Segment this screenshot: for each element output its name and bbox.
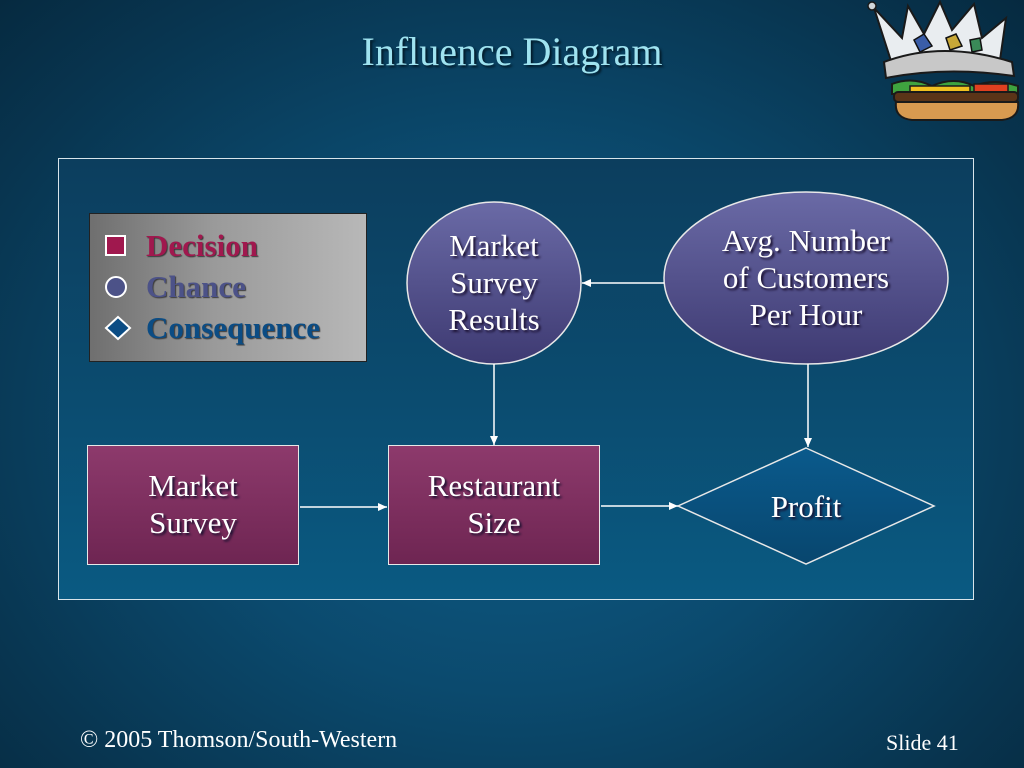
circle-icon bbox=[105, 276, 127, 298]
restaurant-size-label: Restaurant Size bbox=[427, 468, 561, 540]
legend-label: Decision bbox=[146, 228, 258, 263]
market-survey-label: Market Survey bbox=[148, 468, 238, 540]
legend-label: Chance bbox=[146, 269, 246, 304]
legend-item-consequence: Consequence bbox=[104, 310, 320, 346]
profit-node bbox=[676, 447, 936, 565]
profit-label: Profit bbox=[770, 489, 842, 524]
copyright-footer: © 2005 Thomson/South-Western bbox=[80, 727, 398, 753]
burger-king-mascot-icon bbox=[867, 0, 1020, 121]
avg-customers-node bbox=[663, 191, 949, 365]
legend-item-chance: Chance bbox=[104, 269, 246, 305]
square-icon bbox=[105, 235, 126, 256]
slide-title: Influence Diagram bbox=[361, 29, 663, 74]
avg-customers-label: Avg. Number of Customers Per Hour bbox=[721, 223, 891, 332]
legend-item-decision: Decision bbox=[104, 228, 258, 264]
market-survey-results-label: Market Survey Results bbox=[448, 228, 540, 337]
restaurant-size-node bbox=[388, 445, 600, 565]
diamond-icon bbox=[104, 315, 132, 341]
market-survey-node bbox=[87, 445, 299, 565]
slide-number: Slide 41 bbox=[886, 730, 959, 755]
legend-box: Decision Chance Consequence bbox=[89, 213, 367, 362]
legend-label: Consequence bbox=[146, 310, 320, 345]
